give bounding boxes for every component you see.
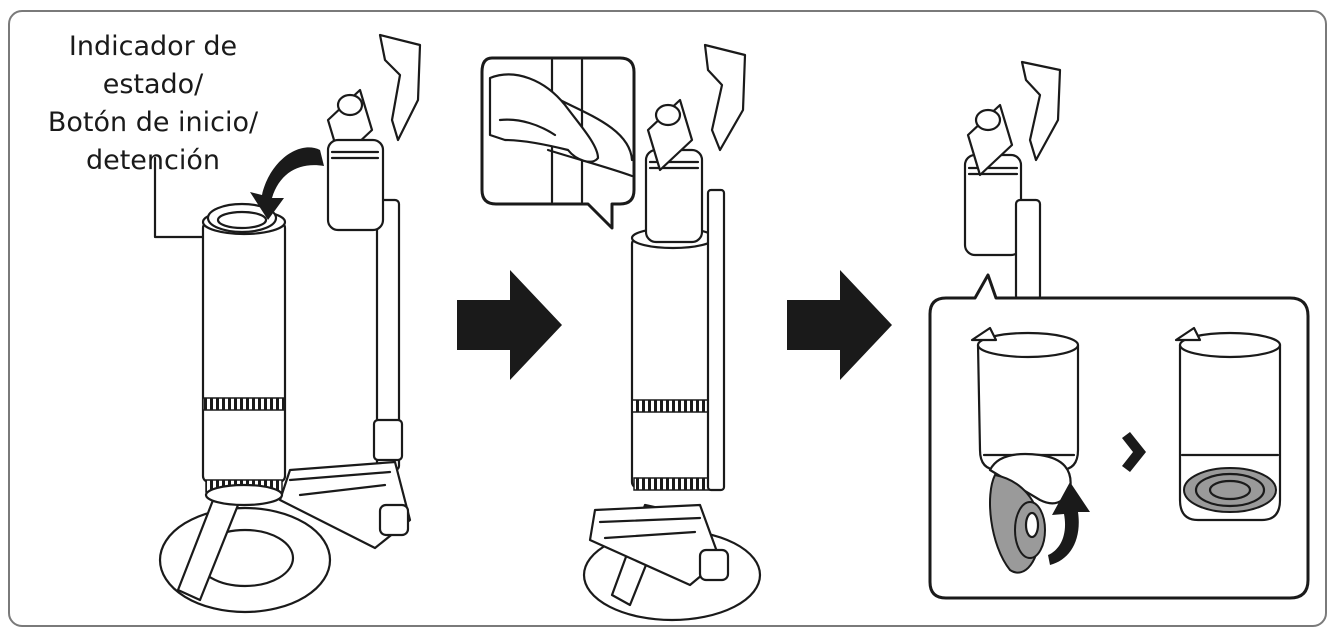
leader-arrow-icon	[250, 147, 324, 220]
label-line-4: detención	[85, 145, 221, 176]
station-column	[201, 220, 287, 484]
label-line-3: Botón de inicio/	[47, 107, 259, 138]
step-1-station	[153, 33, 422, 614]
label-line-1: Indicador de	[68, 31, 238, 62]
chevron-right-icon	[1122, 432, 1146, 472]
rotate-arrow-icon	[1048, 482, 1090, 565]
dustbin-closed	[1174, 326, 1282, 522]
dustbin-open	[970, 326, 1090, 574]
status-indicator-label: Indicador de estado/ Botón de inicio/ de…	[30, 28, 276, 180]
step-3-bin-detail	[928, 60, 1310, 600]
step-arrow-2-icon	[787, 270, 892, 380]
finger-icon	[488, 73, 600, 163]
callout-press-button	[480, 56, 636, 230]
step-1-vacuum	[278, 33, 422, 550]
station-base	[158, 506, 332, 614]
leader-line	[153, 156, 206, 239]
step-arrow-1-icon	[457, 270, 562, 380]
dustbin	[326, 138, 385, 232]
step-2-docked	[480, 43, 762, 622]
label-line-2: estado/	[102, 69, 204, 100]
